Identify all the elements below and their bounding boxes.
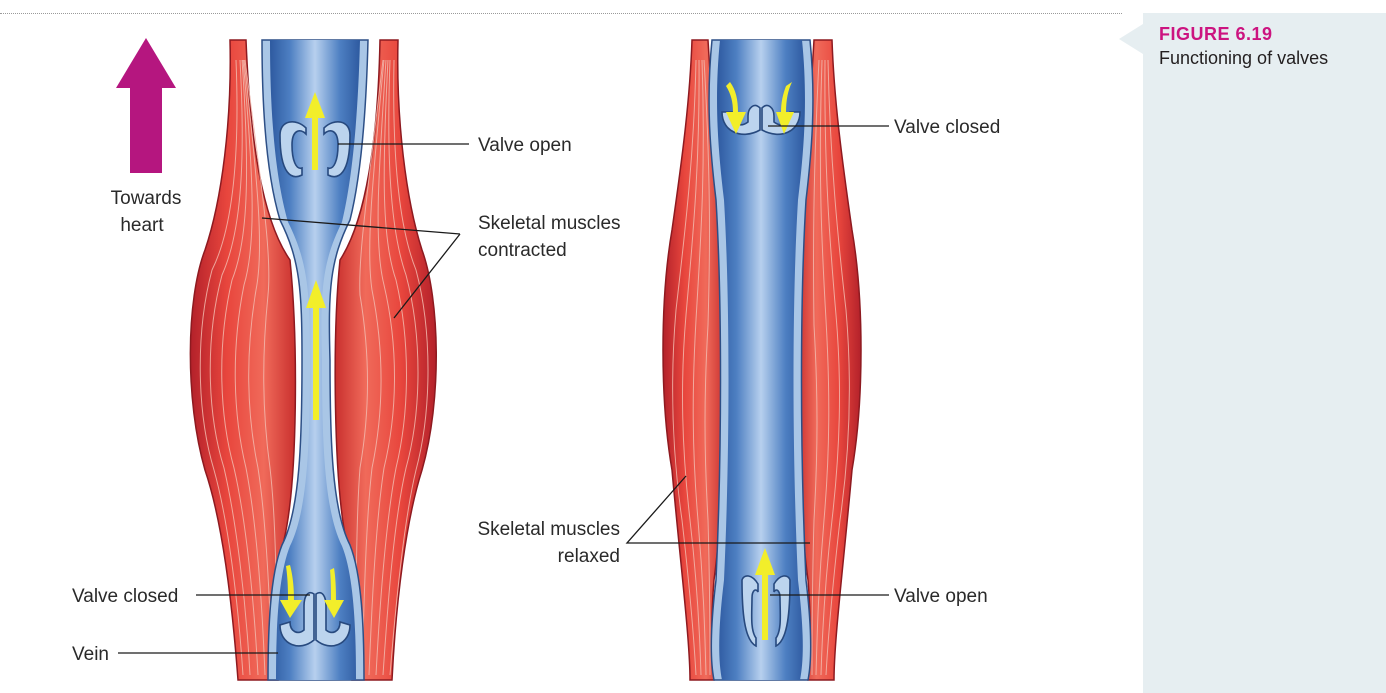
flow-arrow-icon — [306, 280, 326, 420]
left-muscle-right — [334, 39, 437, 681]
valve-open-right-label: Valve open — [894, 586, 988, 607]
flow-arrow-icon — [726, 82, 746, 134]
valve-closed-left-label: Valve closed — [72, 586, 178, 607]
valve-open-left-label: Valve open — [478, 135, 572, 156]
right-valve-open — [741, 575, 791, 648]
valve-diagram: Towards heart — [72, 38, 1000, 681]
skeletal-contracted-leader — [261, 217, 461, 319]
left-valve-closed — [279, 591, 351, 647]
right-muscle-left — [662, 39, 726, 681]
left-muscle-left — [189, 39, 297, 681]
skeletal-relaxed-label-2: relaxed — [558, 546, 620, 567]
towards-heart-arrow — [116, 38, 176, 173]
flow-arrow-icon — [776, 82, 794, 134]
vein-label: Vein — [72, 644, 109, 665]
towards-heart-label: Towards — [111, 188, 182, 209]
right-vein — [708, 39, 814, 681]
valve-closed-right-label: Valve closed — [894, 117, 1000, 138]
left-valve-open — [279, 121, 351, 178]
sidebar-pointer — [1119, 24, 1143, 54]
flow-arrow-icon — [324, 568, 344, 618]
flow-arrow-icon — [280, 565, 302, 618]
figure-caption: Functioning of valves — [1159, 48, 1329, 68]
top-dotted-rule — [0, 13, 1122, 14]
skeletal-relaxed-label: Skeletal muscles — [477, 519, 620, 540]
skeletal-contracted-label: Skeletal muscles — [478, 213, 621, 234]
flow-arrow-icon — [755, 548, 775, 640]
flow-arrow-icon — [305, 92, 325, 170]
figure-number: FIGURE 6.19 — [1159, 24, 1273, 44]
skeletal-relaxed-leader — [625, 475, 810, 544]
right-muscle-right — [796, 39, 862, 681]
caption-sidebar — [1143, 13, 1386, 693]
towards-heart-label-2: heart — [120, 215, 164, 236]
skeletal-contracted-label-2: contracted — [478, 240, 567, 261]
